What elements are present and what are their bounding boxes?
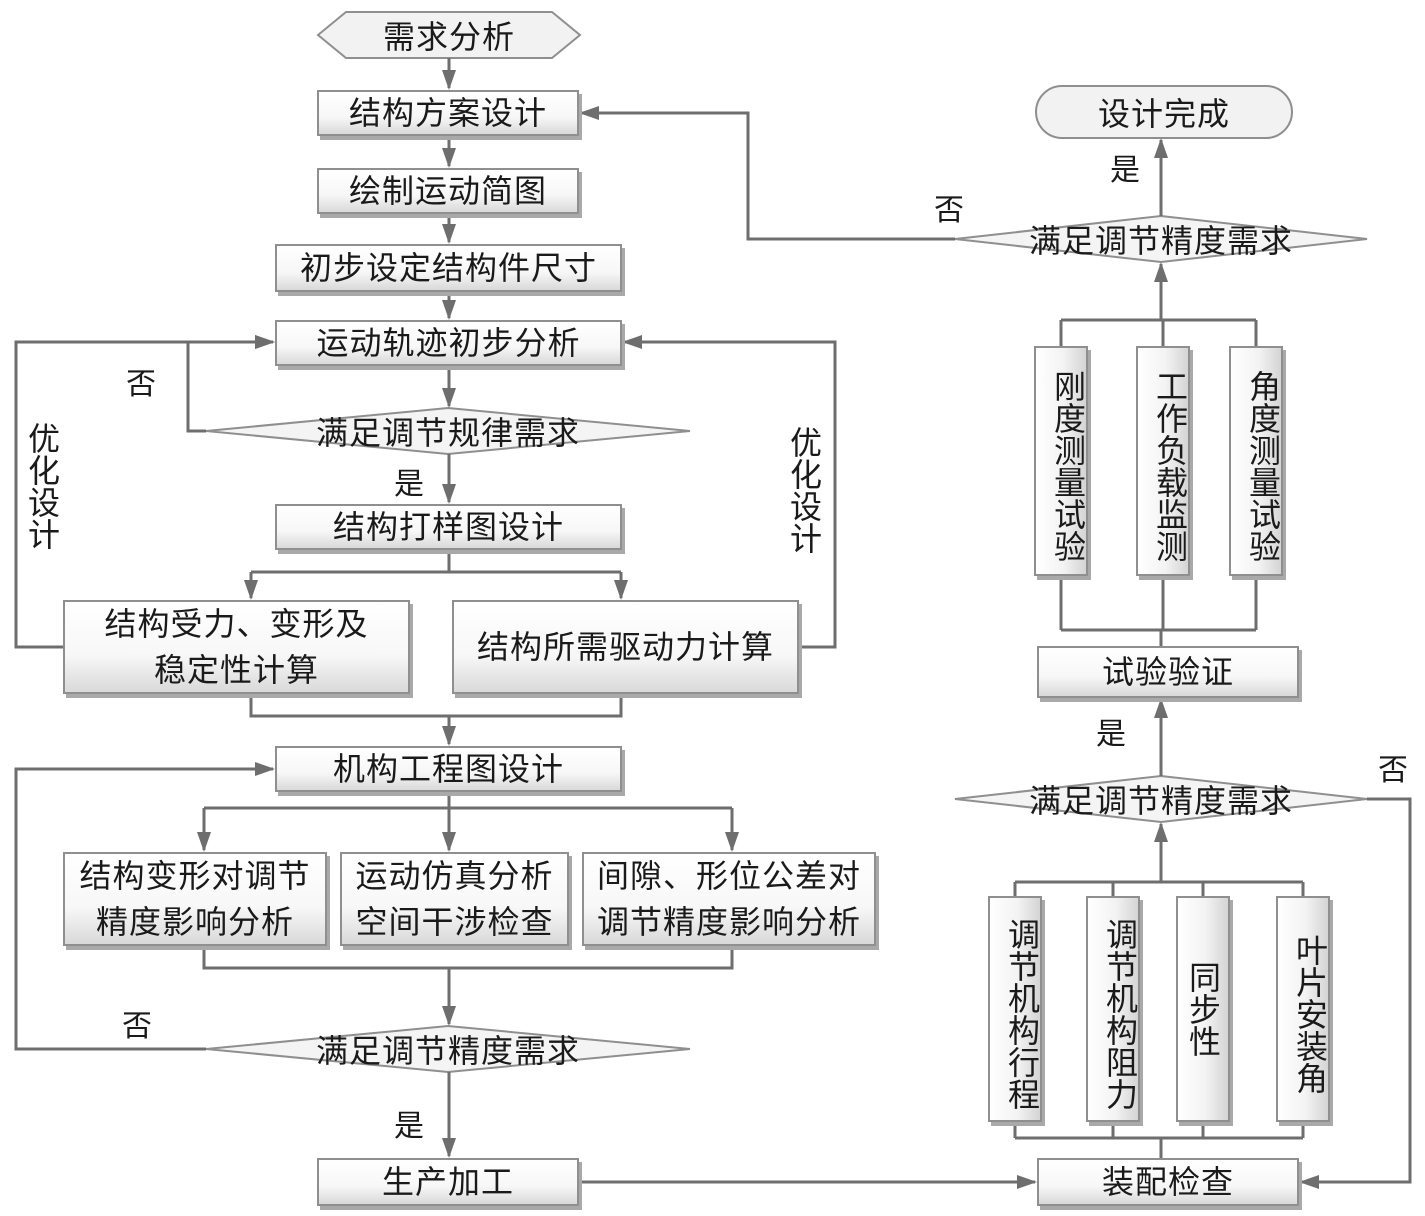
node-demand-analysis: 需求分析	[382, 18, 515, 56]
node-angle-test: 角度测量试验	[1229, 346, 1283, 576]
node-force-calc-line2: 稳定性计算	[153, 651, 319, 689]
node-deform-analysis-line2: 精度影响分析	[95, 903, 294, 941]
node-stroke: 调节机构行程	[988, 896, 1042, 1122]
node-engineering-drawing: 机构工程图设计	[275, 746, 622, 792]
node-load-monitor: 工作负载监测	[1136, 346, 1190, 576]
node-prototype-design: 结构打样图设计	[275, 504, 622, 550]
node-force-calc-line1: 结构受力、变形及	[104, 605, 369, 643]
label-no-rule: 否	[126, 367, 156, 402]
label-yes-rule: 是	[394, 467, 424, 502]
node-assembly-check: 装配检查	[1037, 1158, 1299, 1206]
label-no-precision-right-upper: 否	[934, 193, 964, 228]
node-trajectory-analysis: 运动轨迹初步分析	[275, 320, 622, 366]
node-test-verification: 试验验证	[1037, 646, 1299, 698]
decision-rule-shape	[205, 406, 691, 456]
arrow-precision-left-no	[14, 762, 275, 1051]
decision-rule-text: 满足调节规律需求	[315, 414, 580, 452]
node-drive-force-calc: 结构所需驱动力计算	[452, 600, 799, 694]
node-simulation-line2: 空间干涉检查	[355, 903, 554, 941]
node-production: 生产加工	[317, 1158, 579, 1206]
node-stiffness-test: 刚度测量试验	[1034, 346, 1088, 576]
node-deform-analysis-line1: 结构变形对调节	[79, 857, 311, 895]
arrow-precision-right-lower-no	[1299, 797, 1412, 1189]
label-yes-precision-right-upper: 是	[1110, 153, 1140, 188]
arrow-optimize-left	[14, 335, 275, 649]
line-calc-merge	[249, 694, 623, 718]
node-synchronism: 同步性	[1176, 896, 1230, 1122]
decision-precision-right-upper-text: 满足调节精度需求	[1028, 222, 1293, 260]
node-initial-size: 初步设定结构件尺寸	[275, 244, 622, 292]
label-yes-precision-left: 是	[394, 1109, 424, 1144]
decision-precision-right-lower-text: 满足调节精度需求	[1028, 782, 1293, 820]
arrow-optimize-right	[622, 335, 837, 649]
node-structure-scheme: 结构方案设计	[317, 90, 579, 136]
node-simulation: 运动仿真分析 空间干涉检查	[340, 852, 569, 946]
arrow-precision-right-upper-no	[579, 106, 955, 241]
node-clearance-line2: 调节精度影响分析	[596, 903, 861, 941]
decision-precision-right-upper-shape	[954, 214, 1368, 264]
decision-precision-left-shape	[205, 1024, 691, 1074]
decision-precision-left-text: 满足调节精度需求	[315, 1032, 580, 1070]
hexagon-start-shape	[316, 11, 582, 59]
node-force-calc: 结构受力、变形及 稳定性计算	[63, 600, 410, 694]
node-resistance: 调节机构阻力	[1086, 896, 1140, 1122]
label-yes-precision-right-lower: 是	[1096, 717, 1126, 752]
node-clearance-line1: 间隙、形位公差对	[596, 857, 861, 895]
label-no-precision-left: 否	[122, 1009, 152, 1044]
label-no-precision-right-lower: 否	[1378, 753, 1408, 788]
label-optimize-right: 优化设计	[785, 426, 823, 554]
node-deform-analysis: 结构变形对调节 精度影响分析	[63, 852, 327, 946]
node-blade-angle: 叶片安装角	[1276, 896, 1330, 1122]
node-clearance: 间隙、形位公差对 调节精度影响分析	[582, 852, 876, 946]
line-analysis-merge	[202, 946, 734, 970]
node-design-complete: 设计完成	[1097, 95, 1230, 133]
node-motion-sketch: 绘制运动简图	[317, 168, 579, 214]
node-simulation-line1: 运动仿真分析	[355, 857, 554, 895]
label-optimize-left: 优化设计	[23, 422, 61, 550]
